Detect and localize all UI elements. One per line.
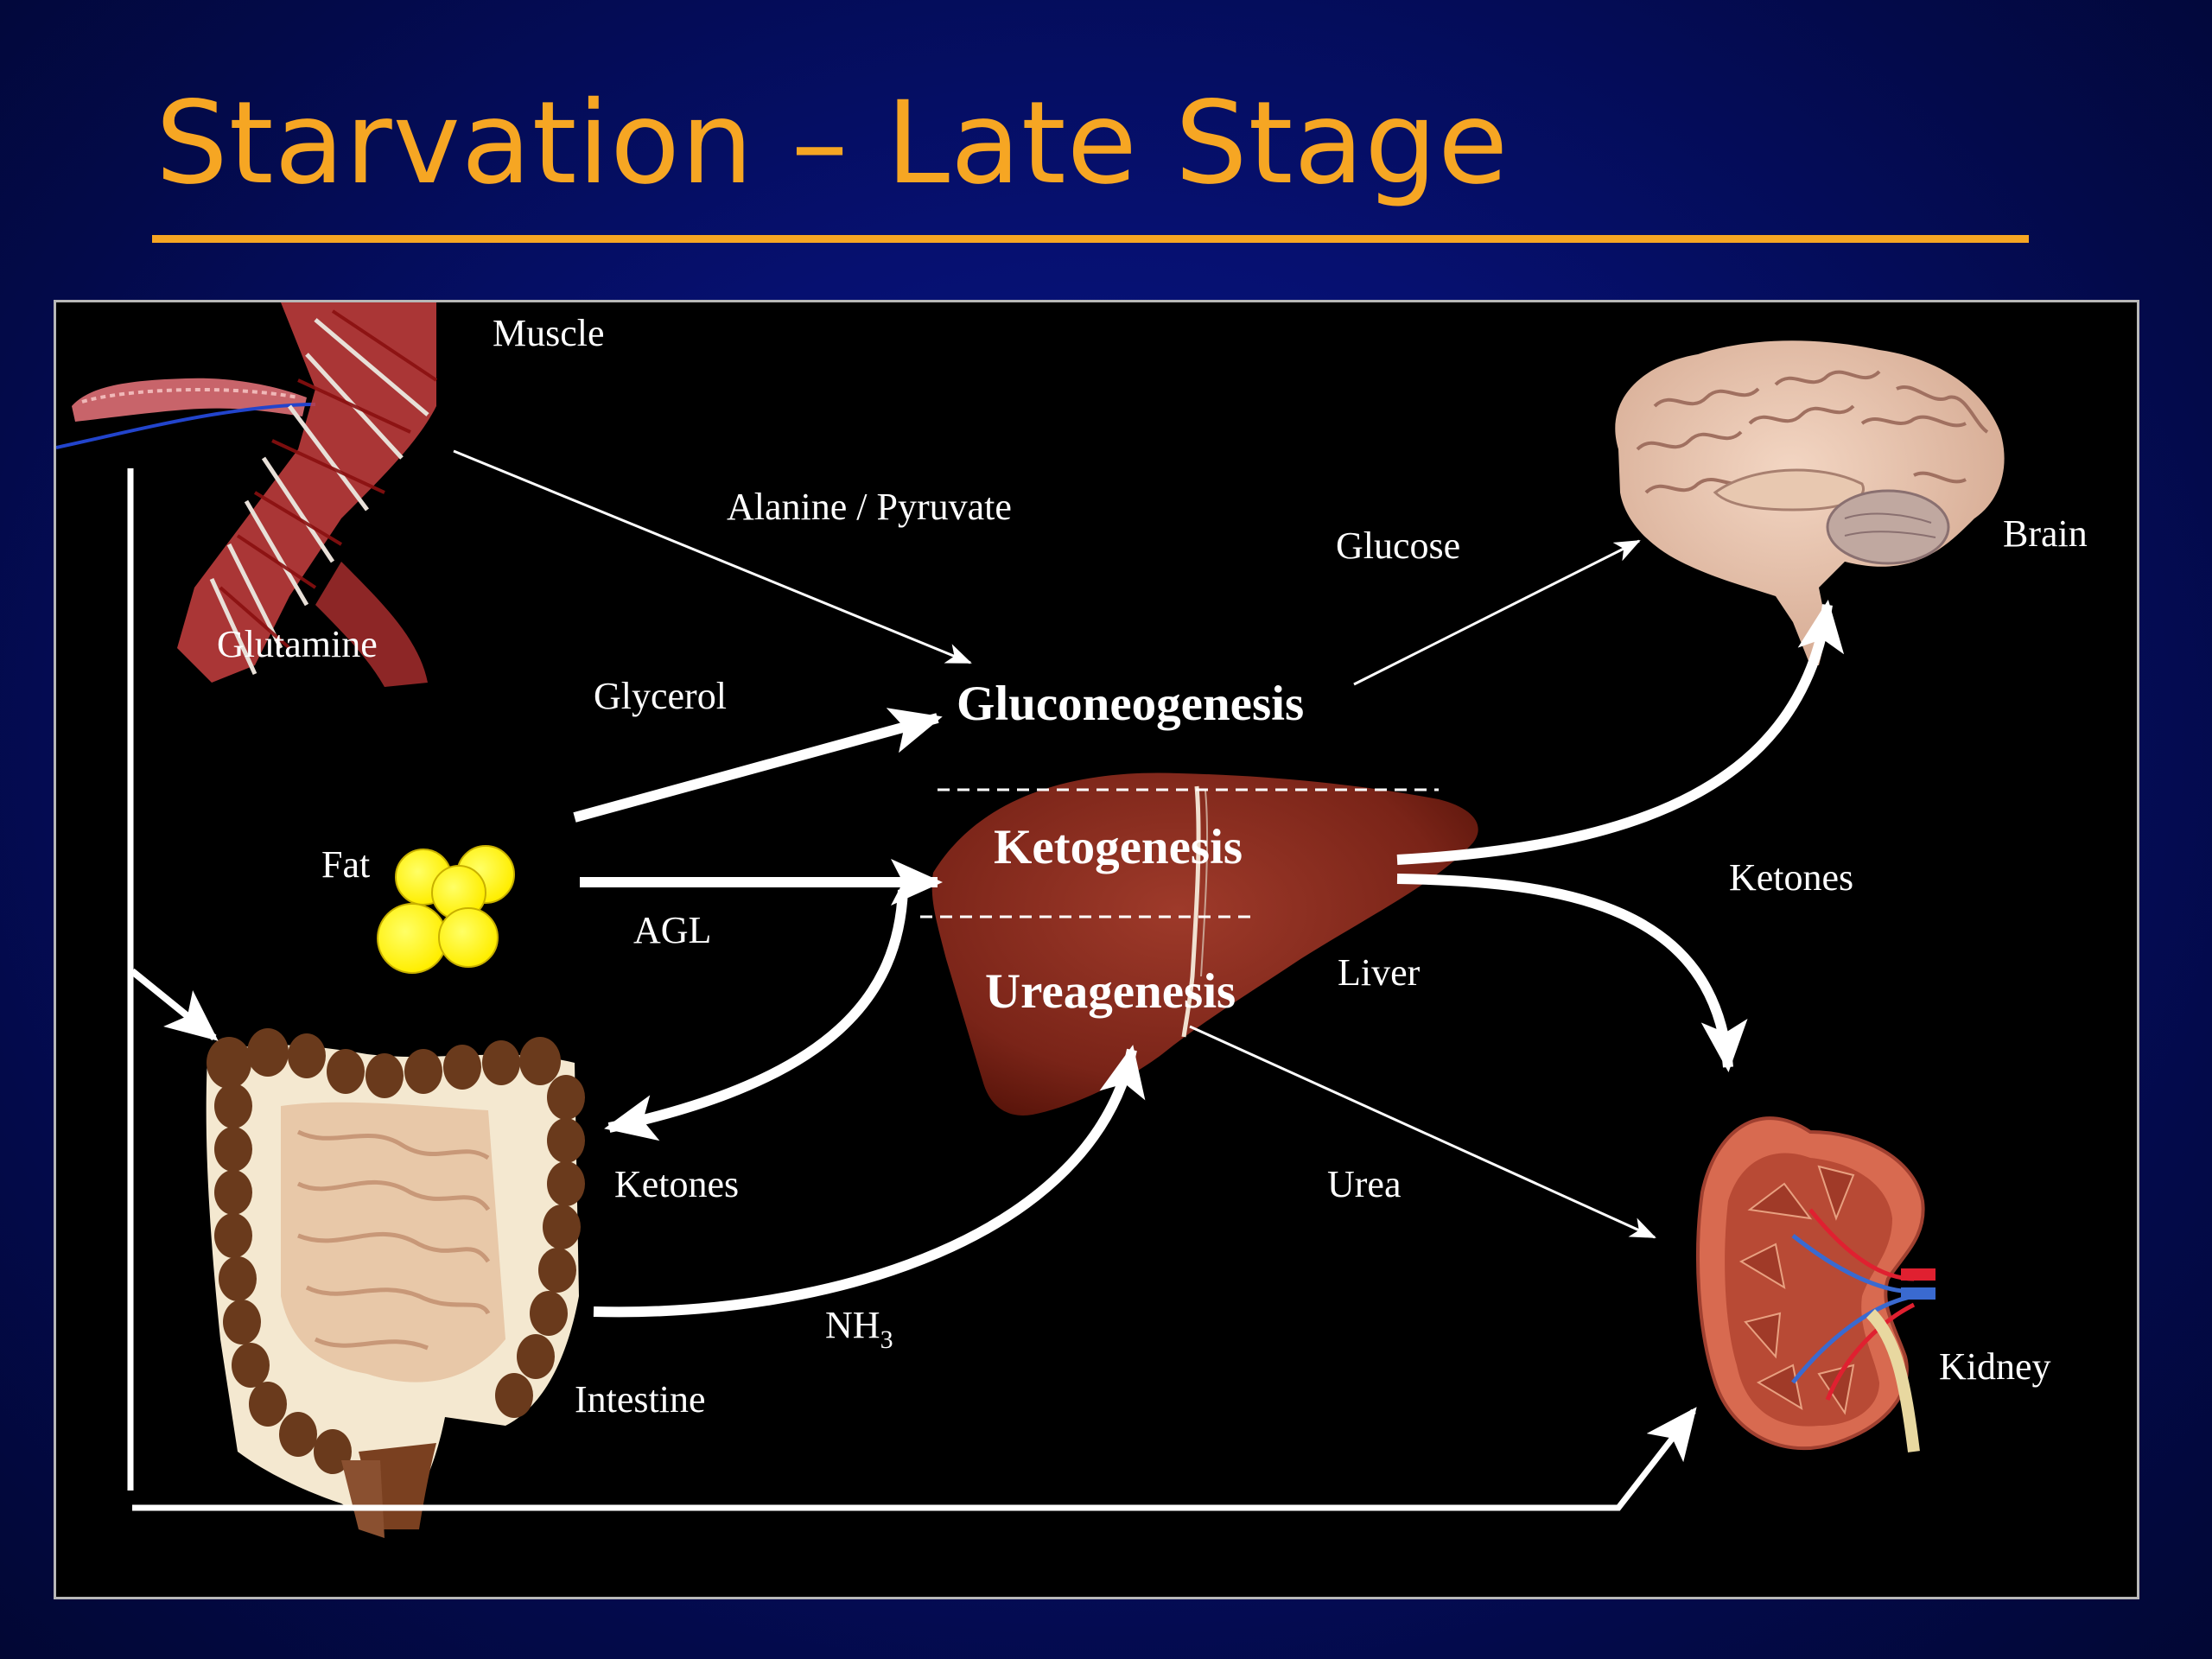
arrow-ketones-to-kidney	[1396, 874, 1748, 1072]
brain-illustration	[1615, 340, 2005, 665]
intestine-illustration	[206, 1028, 585, 1538]
muscle-illustration	[56, 302, 438, 687]
label-nh3-base: NH	[825, 1304, 880, 1346]
label-glycerol: Glycerol	[594, 675, 727, 717]
arrow-to-kidney	[132, 1407, 1697, 1511]
label-brain: Brain	[2003, 512, 2088, 555]
process-ureagenesis: Ureagenesis	[985, 964, 1236, 1019]
arrow-glucose	[1353, 539, 1641, 686]
label-liver: Liver	[1338, 951, 1421, 994]
arrow-to-intestine	[130, 968, 219, 1041]
label-muscle: Muscle	[493, 312, 605, 354]
label-fat: Fat	[321, 843, 370, 886]
label-ketones-intestine: Ketones	[614, 1163, 739, 1205]
arrow-nh3	[593, 1045, 1146, 1318]
label-glutamine: Glutamine	[217, 623, 378, 665]
label-kidney: Kidney	[1939, 1345, 2051, 1388]
label-nh3: NH3	[825, 1304, 893, 1354]
diagram-panel: Muscle Glutamine Alanine / Pyruvate Glyc…	[54, 300, 2139, 1599]
label-intestine: Intestine	[575, 1378, 706, 1421]
flow-arrows	[127, 449, 1845, 1511]
arrow-ketones-to-brain	[1396, 600, 1845, 865]
title-underline	[152, 235, 2029, 243]
label-nh3-subscript: 3	[880, 1325, 893, 1354]
label-ketones-out: Ketones	[1729, 856, 1853, 899]
kidney-illustration	[1696, 1116, 1936, 1452]
arrow-glycerol	[573, 708, 943, 823]
process-ketogenesis: Ketogenesis	[994, 820, 1243, 874]
slide-title: Starvation – Late Stage	[156, 77, 1510, 210]
fat-globules-icon	[377, 845, 515, 974]
label-glucose: Glucose	[1336, 524, 1460, 567]
liver-illustration	[931, 772, 1478, 1116]
starvation-diagram: Muscle Glutamine Alanine / Pyruvate Glyc…	[56, 302, 2088, 1538]
label-urea: Urea	[1327, 1163, 1402, 1205]
label-alanine-pyruvate: Alanine / Pyruvate	[727, 486, 1012, 528]
process-gluconeogenesis: Gluconeogenesis	[957, 677, 1304, 731]
arrow-ketones-to-intestine	[604, 889, 908, 1141]
arrow-muscle-to-gluconeogenesis	[453, 449, 972, 664]
label-agl: AGL	[633, 909, 711, 951]
arrow-urea	[1189, 1025, 1656, 1239]
